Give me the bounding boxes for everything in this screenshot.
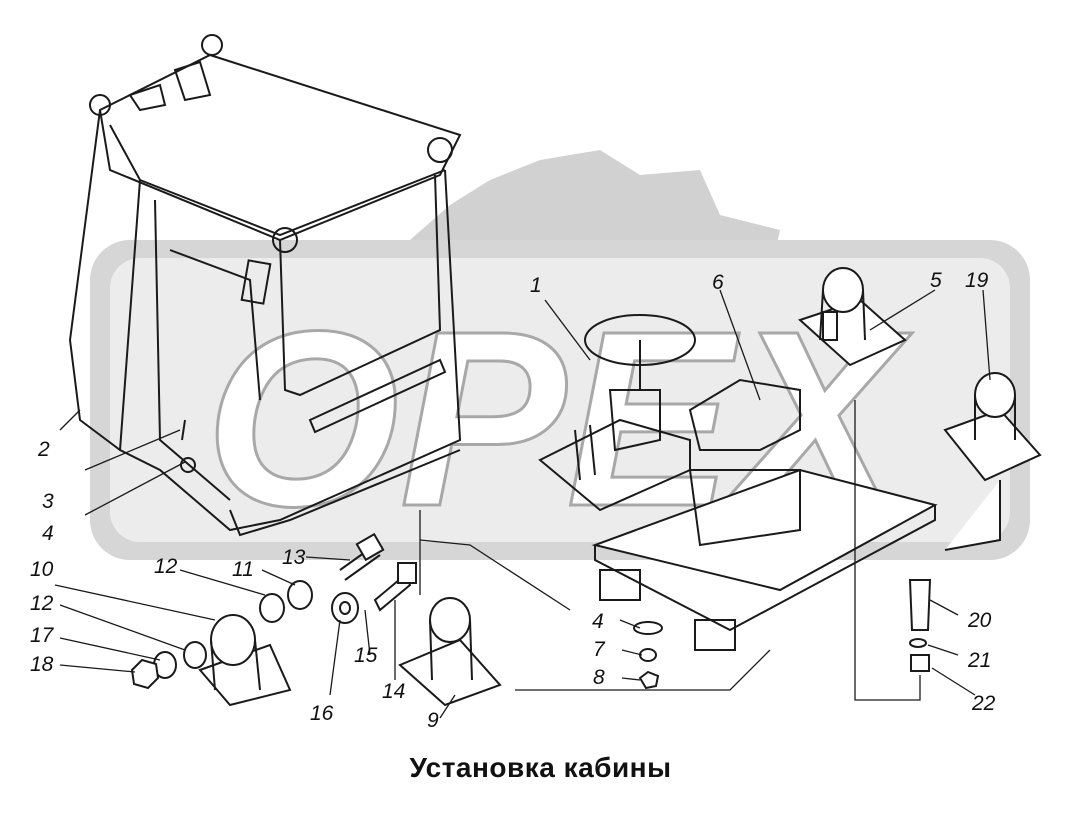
callout-10: 10 [30,558,54,581]
callout-2: 2 [37,438,50,461]
callout-16: 16 [310,702,334,725]
callout-7: 7 [593,638,606,661]
callout-8: 8 [593,666,605,689]
callout-11: 11 [232,558,254,581]
callout-17: 17 [30,624,55,647]
callout-4-right: 4 [592,610,604,633]
callout-6: 6 [712,271,724,294]
callout-19: 19 [965,269,989,292]
callout-5: 5 [930,269,942,292]
callout-13: 13 [282,546,306,569]
bracket-9 [398,597,502,707]
watermark-text: OPEX [205,279,913,558]
callout-9: 9 [427,709,439,732]
callout-18: 18 [30,653,54,676]
bracket-19 [943,372,1042,551]
callout-12-top: 12 [154,555,178,578]
callout-3: 3 [42,490,54,513]
leader-lines [54,289,991,719]
bracket-10 [198,614,292,707]
callout-22: 22 [971,692,996,715]
callout-1: 1 [530,274,542,297]
operator-platform [538,314,938,651]
callout-14: 14 [382,680,405,703]
callout-4: 4 [42,522,54,545]
figure-caption: Установка кабины [409,752,672,783]
callout-21: 21 [967,649,991,672]
callout-15: 15 [354,644,378,667]
fasteners [130,532,932,690]
bracket-5 [798,267,907,367]
callout-20: 20 [967,609,992,632]
callout-12-bottom: 12 [30,592,54,615]
cab [68,34,462,537]
callout-labels: 1 2 3 4 4 5 6 7 8 9 10 11 12 12 13 14 15… [30,269,996,732]
